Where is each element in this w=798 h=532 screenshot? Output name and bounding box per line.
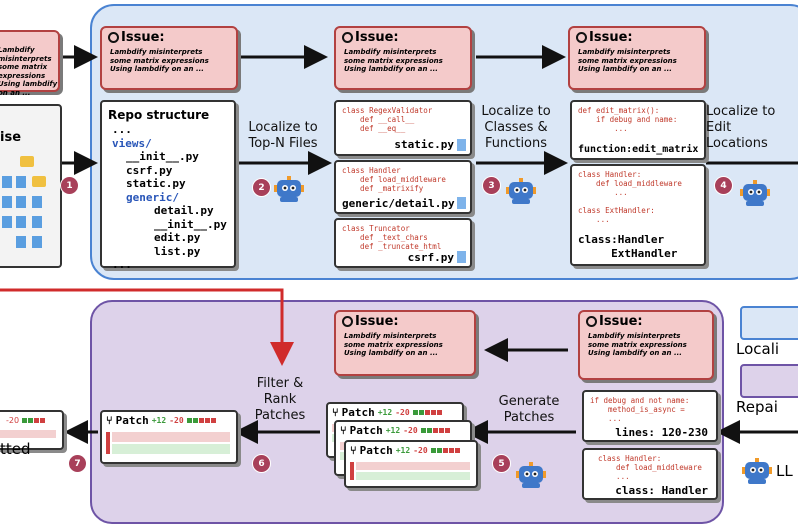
file-icon — [2, 176, 12, 188]
folder-icon — [20, 156, 34, 167]
file-icon — [16, 236, 26, 248]
red-feedback-arrow — [0, 288, 294, 366]
diff-bars — [412, 410, 442, 415]
file-icon — [16, 196, 26, 208]
label-localize-files: Localize to Top-N Files — [248, 120, 318, 151]
file-icon — [457, 197, 466, 209]
selected-patch-card: ⑂Patch+12-20 — [100, 410, 238, 464]
issue-card-3: Issue: Lambdify misinterprets some matri… — [568, 26, 706, 90]
file-icon — [457, 251, 466, 263]
diff-bars — [186, 418, 216, 423]
github-icon — [342, 316, 353, 327]
step-badge-5: 5 — [492, 454, 511, 473]
diff-bars — [22, 418, 46, 423]
llm-robot-icon — [516, 462, 546, 488]
legend-localize-swatch — [740, 306, 798, 340]
label-submitted: tted — [0, 440, 31, 458]
issue-card-2: Issue: Lambdify misinterprets some matri… — [334, 26, 472, 90]
function-card: def edit_matrix(): if debug and name: ..… — [570, 100, 706, 160]
codebase-card-partial: ise — [0, 104, 62, 268]
edit-location-card: if debug and not name: method_is_async =… — [582, 390, 718, 442]
legend-llm-label: LL — [776, 462, 793, 480]
llm-robot-icon — [274, 176, 304, 202]
issue-card-1: Issue: Lambdify misinterprets some matri… — [100, 26, 238, 90]
file-icon — [32, 196, 42, 208]
step-badge-1: 1 — [60, 176, 79, 195]
folder-icon — [32, 176, 46, 187]
file-card-2: class Handler def load_middleware def _m… — [334, 160, 472, 214]
github-icon — [342, 32, 353, 43]
step-badge-6: 6 — [252, 454, 271, 473]
issue-card-5: Issue: Lambdify misinterprets some matri… — [578, 310, 714, 380]
file-card-3: class Truncator def _text_chars def _tru… — [334, 218, 472, 268]
label-filter-rank: Filter & Rank Patches — [254, 376, 306, 423]
class-card: class Handler: def load_middleware ... c… — [570, 164, 706, 266]
merge-icon: ⑂ — [332, 406, 339, 419]
file-card-1: class RegexValidator def __call__ def __… — [334, 100, 472, 156]
diff-bars — [420, 428, 450, 433]
legend-repair-swatch — [740, 364, 798, 398]
llm-robot-icon — [742, 458, 772, 484]
issue-card-4: Issue: Lambdify misinterprets some matri… — [334, 310, 476, 376]
repo-structure-card: Repo structure ... views/ __init__.py cs… — [100, 100, 236, 271]
edit-class-card: class Handler: def load_middleware ... c… — [582, 448, 718, 500]
file-icon — [457, 139, 466, 151]
file-icon — [32, 236, 42, 248]
merge-icon: ⑂ — [350, 444, 357, 457]
merge-icon: ⑂ — [106, 414, 113, 427]
patch-card: ⑂Patch+12-20 — [344, 440, 478, 488]
github-icon — [586, 316, 597, 327]
github-icon — [108, 32, 119, 43]
step-badge-7: 7 — [68, 454, 87, 473]
file-icon — [32, 216, 42, 228]
github-icon — [576, 32, 587, 43]
file-icon — [2, 216, 12, 228]
step-badge-4: 4 — [714, 176, 733, 195]
step-badge-3: 3 — [482, 176, 501, 195]
issue-card-partial: Lambdify misinterprets some matrix expre… — [0, 30, 60, 97]
diff-bars — [430, 448, 460, 453]
llm-robot-icon — [506, 178, 536, 204]
submitted-patch-card-partial: -20 — [0, 410, 64, 450]
step-badge-2: 2 — [252, 178, 271, 197]
legend-localize-label: Locali — [736, 340, 780, 358]
file-icon — [16, 176, 26, 188]
file-icon — [2, 196, 12, 208]
label-localize-classes: Localize to Classes & Functions — [481, 104, 551, 151]
label-localize-edit: Localize to Edit Locations — [706, 104, 776, 151]
merge-icon: ⑂ — [340, 424, 347, 437]
llm-robot-icon — [740, 180, 770, 206]
label-generate-patches: Generate Patches — [498, 394, 560, 425]
legend-repair-label: Repai — [736, 398, 778, 416]
file-icon — [16, 216, 26, 228]
